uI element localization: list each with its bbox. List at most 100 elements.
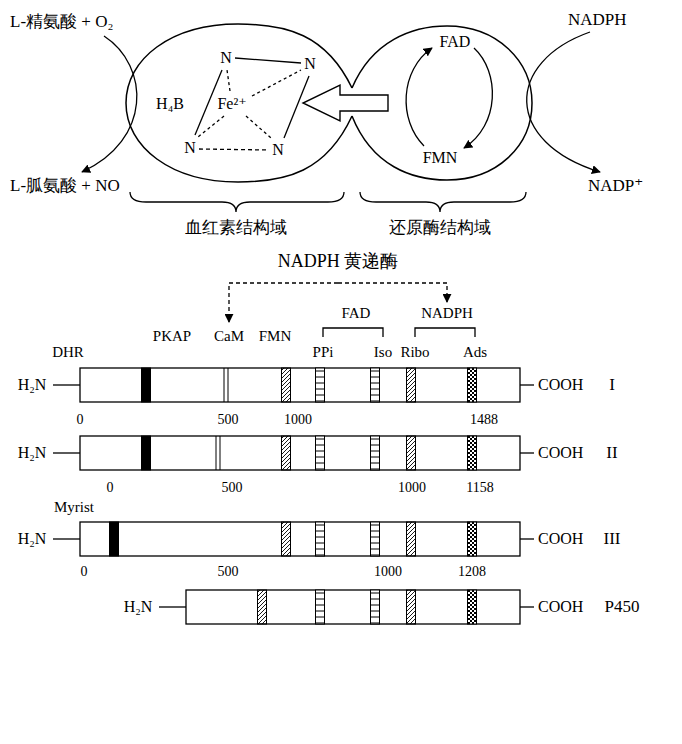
residue-number: 1000 <box>374 564 402 581</box>
coordination-bond <box>227 70 230 91</box>
residue-number: 0 <box>107 480 114 497</box>
cam-site <box>228 368 229 402</box>
ads-site <box>468 522 477 556</box>
site-label: FAD <box>342 304 371 322</box>
site-label: Ads <box>463 343 487 361</box>
residue-number: 500 <box>218 564 239 581</box>
reaction-arrow <box>527 32 600 172</box>
fmn-site <box>282 436 291 470</box>
cycle-arrow <box>464 48 492 148</box>
site-label: FMN <box>259 327 292 345</box>
isoform-bar <box>53 522 534 556</box>
reaction-arrow <box>82 36 137 172</box>
site-label: Ribo <box>400 343 429 361</box>
terminus-label: H₂N <box>18 375 47 394</box>
residue-number: 1000 <box>284 412 312 429</box>
ads-site <box>468 436 477 470</box>
bracket-title: NADPH 黄递酶 <box>278 251 399 273</box>
pkap-site <box>110 522 119 556</box>
site-label: Myrist <box>54 498 94 516</box>
terminus-line <box>520 538 534 539</box>
reductase-domain: FADFMN <box>352 26 532 180</box>
reaction-label: NADPH <box>568 10 627 30</box>
atom-label: Fe²⁺ <box>217 94 246 113</box>
terminus-label: H₂N <box>18 529 47 548</box>
ads-site <box>468 590 477 624</box>
pkap-site <box>142 436 151 470</box>
isoform-label: I <box>609 375 615 395</box>
coordination-bond <box>246 116 271 138</box>
terminus-line <box>53 384 80 385</box>
isoform-bar <box>53 368 534 402</box>
site-bracket <box>323 328 383 337</box>
bond-line <box>235 58 301 63</box>
fmn-site <box>282 522 291 556</box>
terminus-line <box>520 384 534 385</box>
ribo-site <box>407 590 416 624</box>
cycle-arrow <box>406 48 432 146</box>
reaction-label: L-胍氨酸 + NO <box>10 176 120 196</box>
atom-label: H₄B <box>156 94 184 113</box>
ribo-site <box>407 368 416 402</box>
terminus-label: H₂N <box>18 443 47 462</box>
reaction-label: NADP⁺ <box>588 176 643 196</box>
site-label: DHR <box>52 343 84 361</box>
terminus-line <box>520 452 534 453</box>
cam-site <box>224 368 225 402</box>
cofactor-label: FMN <box>423 148 458 167</box>
isoform-label: II <box>606 443 617 463</box>
fmn-site <box>258 590 267 624</box>
residue-number: 1488 <box>470 412 498 429</box>
domain-label: 血红素结构域 <box>185 218 287 238</box>
atom-label: N <box>304 54 316 73</box>
ppi-site <box>316 436 325 470</box>
terminus-label: COOH <box>538 597 583 616</box>
coordination-bond <box>198 116 224 137</box>
iso-site <box>371 368 380 402</box>
site-label: PKAP <box>153 327 191 345</box>
ppi-site <box>316 590 325 624</box>
isoform-label: III <box>604 529 621 549</box>
domain-label: 还原酶结构域 <box>389 218 491 238</box>
site-label: PPi <box>313 343 334 361</box>
residue-number: 1158 <box>466 480 493 497</box>
site-label: NADPH <box>421 304 473 322</box>
protein-bar <box>80 368 520 402</box>
isoform-label: P450 <box>605 597 640 617</box>
pkap-site <box>142 368 151 402</box>
terminus-label: COOH <box>538 529 583 548</box>
terminus-label: COOH <box>538 375 583 394</box>
brace <box>360 192 526 212</box>
terminus-line <box>520 606 534 607</box>
domain-outline-path <box>352 26 532 180</box>
isoform-bar <box>53 436 534 470</box>
cam-site <box>220 436 221 470</box>
bond-dashed <box>199 149 268 150</box>
terminus-label: COOH <box>538 443 583 462</box>
cam-site <box>216 436 217 470</box>
residue-number: 500 <box>222 480 243 497</box>
atom-label: N <box>184 138 196 157</box>
ppi-site <box>316 522 325 556</box>
ads-site <box>468 368 477 402</box>
protein-bar <box>80 522 520 556</box>
domain-outline-path <box>126 24 352 182</box>
ribo-site <box>407 522 416 556</box>
coordination-bond <box>252 70 301 96</box>
iso-site <box>371 436 380 470</box>
fmn-site <box>282 368 291 402</box>
site-label: CaM <box>214 327 244 345</box>
dotted-bracket <box>338 283 447 302</box>
hollow-arrow <box>303 85 388 121</box>
iso-site <box>371 590 380 624</box>
terminus-label: H₂N <box>124 597 153 616</box>
reaction-label: L-精氨酸 + O₂ <box>10 12 113 32</box>
residue-number: 0 <box>77 412 84 429</box>
iso-site <box>371 522 380 556</box>
residue-number: 1208 <box>458 564 486 581</box>
ribo-site <box>407 436 416 470</box>
ppi-site <box>316 368 325 402</box>
